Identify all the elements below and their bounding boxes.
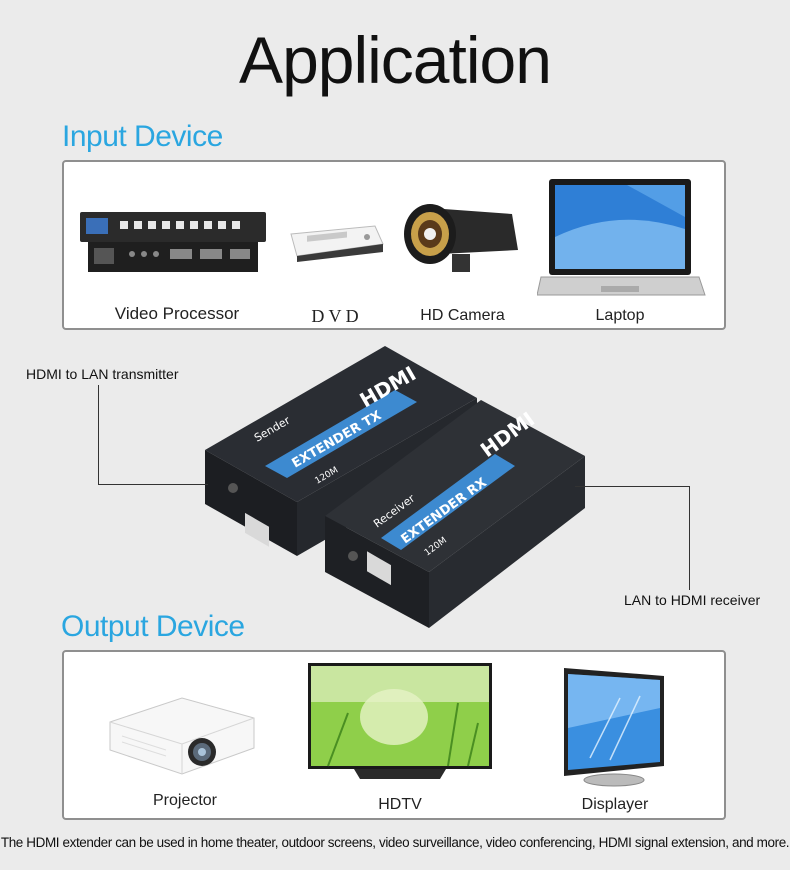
input-device-heading: Input Device xyxy=(62,120,223,153)
transmitter-callout-line xyxy=(98,385,99,485)
dvd-label: D V D xyxy=(311,306,359,326)
receiver-callout-line xyxy=(689,486,690,590)
hdtv-icon xyxy=(308,663,492,779)
hdtv-label: HDTV xyxy=(378,796,422,813)
receiver-callout-label: LAN to HDMI receiver xyxy=(624,592,761,608)
displayer-label: Displayer xyxy=(581,796,649,813)
laptop-icon xyxy=(537,179,706,296)
monitor-icon xyxy=(564,668,664,787)
hd-camera-label: HD Camera xyxy=(420,307,505,324)
projector-icon xyxy=(109,697,255,775)
page-title: Application xyxy=(239,23,552,97)
receiver-callout-line-h xyxy=(575,486,689,487)
dvd-player-icon xyxy=(290,225,384,262)
hdmi-extender-pair-image: EXTENDER TX HDMI Sender 120M EXTENDER RX… xyxy=(205,346,585,628)
video-processor-icon xyxy=(80,212,266,272)
description-caption: The HDMI extender can be used in home th… xyxy=(0,835,790,850)
projector-label: Projector xyxy=(152,792,218,809)
laptop-label: Laptop xyxy=(595,307,645,324)
output-device-heading: Output Device xyxy=(61,610,245,643)
transmitter-callout-label: HDMI to LAN transmitter xyxy=(26,366,179,382)
hd-camera-icon xyxy=(404,204,518,272)
transmitter-callout-line-h xyxy=(98,484,208,485)
video-processor-label: Video Processor xyxy=(114,304,240,323)
